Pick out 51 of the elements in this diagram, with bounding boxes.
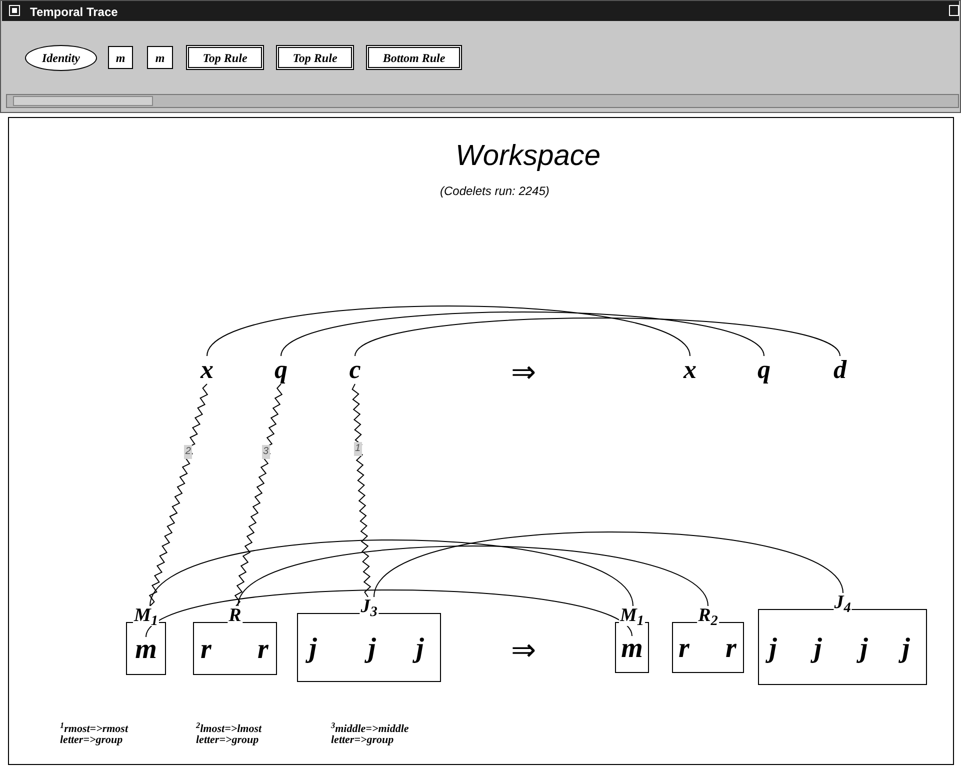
rule-arrow: ⇒ <box>511 354 536 392</box>
letter: c <box>344 356 366 384</box>
zigzag-bond <box>148 384 208 606</box>
letter: q <box>753 356 775 384</box>
letter: d <box>829 356 851 384</box>
letter: r <box>254 637 272 663</box>
rule-arrow: ⇒ <box>511 632 536 670</box>
arc-connector <box>354 318 840 356</box>
letter: j <box>764 634 782 664</box>
group-label: J$_{4}$ <box>833 593 852 613</box>
edge-label: 3 <box>262 444 270 459</box>
edge-label: 2 <box>184 444 192 459</box>
letter: j <box>411 634 429 664</box>
letter-button: m <box>108 46 133 69</box>
arc-connector <box>146 590 632 638</box>
letter: m <box>134 637 158 663</box>
letter: j <box>855 634 873 664</box>
rule-button: Top Rule <box>186 45 264 70</box>
group-label: J$_{3}$ <box>360 597 378 617</box>
footnote: $^{3}$middle=>middle letter=>group <box>331 724 409 746</box>
arc-connector <box>374 532 844 598</box>
letter: j <box>304 634 322 664</box>
letter-button: m <box>147 46 173 69</box>
run-count: (Codelets run: 2245) <box>440 183 550 200</box>
letter: r <box>197 637 215 663</box>
arc-connector <box>238 546 708 606</box>
letter: x <box>196 356 218 384</box>
letter: j <box>363 634 381 664</box>
letter: q <box>270 356 292 384</box>
rule-button: Bottom Rule <box>366 45 462 70</box>
rule-button: Top Rule <box>276 45 354 70</box>
zigzag-bond <box>352 384 372 598</box>
letter: j <box>897 634 915 664</box>
zigzag-bond <box>234 384 283 606</box>
letter: j <box>809 634 827 664</box>
arc-connector <box>150 540 634 606</box>
diagram-title: Workspace <box>454 139 602 174</box>
footnote: $^{2}$lmost=>lmost letter=>group <box>196 724 262 746</box>
edge-label: 1 <box>354 442 362 456</box>
letter: r <box>722 636 740 662</box>
group-label: M$_{1}$ <box>132 606 160 626</box>
window-title: Temporal Trace <box>30 4 118 21</box>
group-label: M$_{1}$ <box>618 606 646 626</box>
footnote: $^{1}$rmost=>rmost letter=>group <box>60 724 128 746</box>
letter: m <box>620 636 644 662</box>
group-label: R$_{2}$ <box>697 606 719 626</box>
group-label: R <box>228 606 242 626</box>
arc-connector <box>280 312 764 356</box>
letter: r <box>675 636 693 662</box>
letter: x <box>679 356 701 384</box>
arc-connector <box>206 306 690 356</box>
